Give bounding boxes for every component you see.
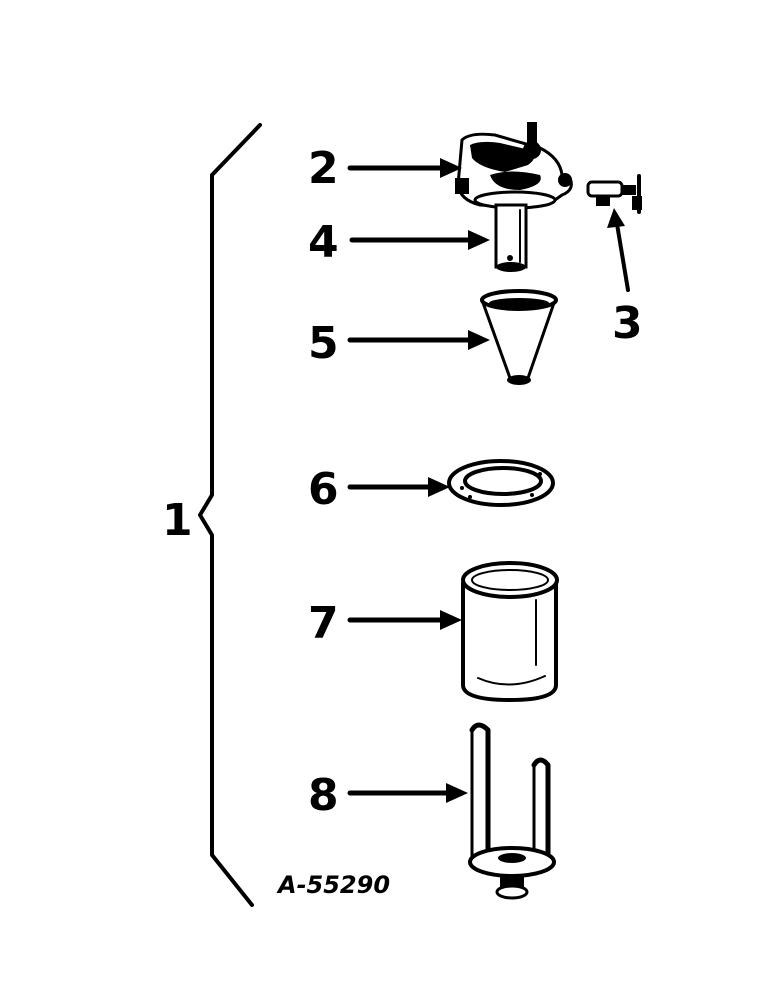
callout-5: 5 [308,318,339,369]
arrow-4 [349,230,490,250]
part-7-glass-bowl [461,561,559,703]
part-2-bowl-head [455,122,573,210]
assembly-bracket [198,123,262,907]
callout-7: 7 [308,598,339,649]
part-4-stem [494,203,528,272]
callout-4: 4 [308,217,339,268]
figure-code: A-55290 [276,871,390,899]
part-3-valve [586,174,642,214]
part-8-bail [468,722,556,900]
arrow-2 [347,158,462,178]
part-5-cone-screen [479,289,558,385]
arrow-3 [607,208,630,292]
arrow-8 [347,783,468,803]
arrow-6 [347,477,450,497]
callout-6: 6 [308,464,339,515]
part-6-gasket [447,459,555,507]
callout-3: 3 [612,298,643,349]
arrow-5 [347,330,490,350]
callout-2: 2 [308,143,339,194]
callout-8: 8 [308,770,339,821]
arrow-7 [347,610,462,630]
callout-1: 1 [162,495,193,546]
